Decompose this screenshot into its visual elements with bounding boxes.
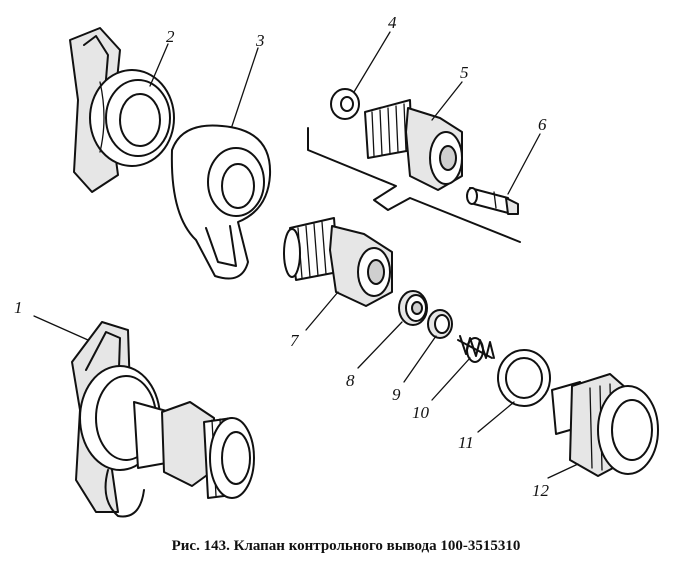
- leader-11: [477, 401, 515, 433]
- leader-10: [431, 357, 471, 401]
- part-9-ring: [427, 309, 453, 339]
- leader-9: [403, 335, 437, 383]
- label-11: 11: [458, 433, 474, 452]
- label-10: 10: [412, 403, 430, 422]
- part-8-washer: [398, 290, 428, 326]
- part-10-spring: [457, 335, 495, 363]
- assembly-bracket: [307, 127, 521, 243]
- leader-4: [353, 31, 391, 93]
- leader-7: [305, 291, 339, 331]
- leader-2: [149, 43, 169, 87]
- label-4: 4: [388, 13, 397, 32]
- part-numbers: 1 2 3 4 5 6 7 8 9 10 11 12: [14, 13, 550, 500]
- label-1: 1: [14, 298, 23, 317]
- leader-1: [33, 315, 89, 341]
- label-9: 9: [392, 385, 401, 404]
- part-1-valve-assembly: [71, 321, 255, 518]
- part-3-lug-washer: [170, 124, 272, 280]
- leader-12: [547, 463, 579, 479]
- leader-5: [431, 81, 463, 121]
- leader-8: [357, 321, 403, 369]
- label-12: 12: [532, 481, 550, 500]
- part-5-union-nut: [364, 99, 463, 191]
- label-5: 5: [460, 63, 469, 82]
- part-6-valve-pin: [466, 187, 519, 215]
- figure-caption: Рис. 143. Клапан контрольного вывода 100…: [171, 538, 521, 554]
- label-2: 2: [166, 27, 175, 46]
- label-8: 8: [346, 371, 355, 390]
- part-11-seal-ring: [497, 349, 551, 407]
- label-6: 6: [538, 115, 547, 134]
- label-3: 3: [255, 31, 265, 50]
- leader-6: [507, 133, 541, 195]
- label-7: 7: [290, 331, 300, 350]
- part-4-small-washer: [330, 88, 360, 120]
- part-12-housing: [551, 373, 659, 477]
- part-7-union-fitting: [283, 217, 393, 307]
- part-2-handle-ring: [69, 27, 175, 193]
- leader-lines: [33, 31, 579, 479]
- leader-3: [231, 47, 259, 127]
